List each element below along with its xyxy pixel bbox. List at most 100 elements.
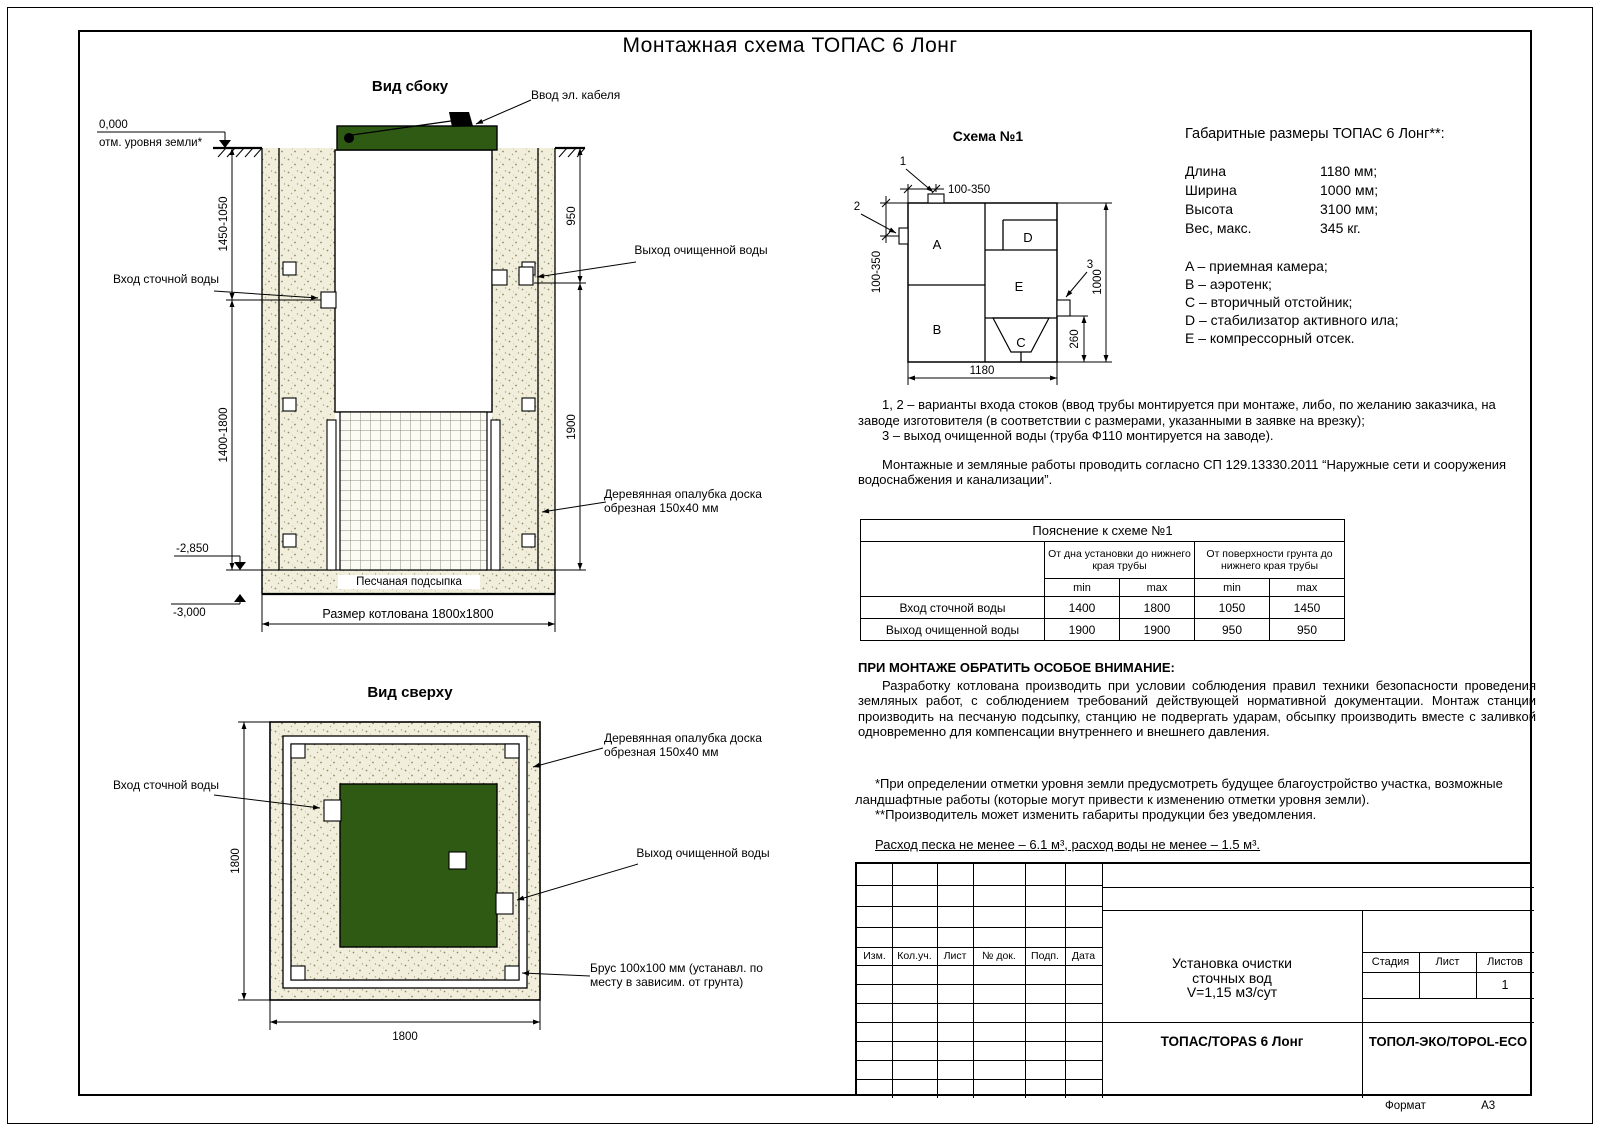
corner-timber (290, 965, 306, 981)
outlet-pipe (491, 269, 508, 286)
table-max-header: max (1269, 578, 1345, 597)
compartment-c: C (1016, 335, 1025, 350)
spec-value: 345 кг. (1320, 220, 1361, 236)
elevation-bedding-value: -2,850 (176, 543, 209, 555)
compartment-legend: A – приемная камера; B – аэротенк; C – в… (1185, 257, 1535, 347)
row-value: 1800 (1119, 596, 1195, 619)
table-group2-header: От поверхности грунта до нижнего края тр… (1194, 541, 1345, 579)
top-view-drawing: 1800 1800 (213, 721, 639, 1043)
elevation-flag-bottom (234, 594, 246, 602)
inlet-stub-1 (927, 193, 945, 204)
note-inlet-variants: 1, 2 – варианты входа стоков (ввод трубы… (858, 397, 1496, 428)
tb-header-data: Дата (1071, 950, 1096, 962)
elevation-bottom-value: -3,000 (173, 607, 206, 619)
elevation-flag-bedding (234, 562, 246, 570)
schema-drawing: Схема №1 A B C D E 1 2 3 (854, 128, 1112, 385)
document-title-line3: V=1,15 м3/сут (1186, 984, 1278, 1000)
clarifier-funnel (992, 317, 1050, 353)
tb-sheets-value: 1 (1501, 978, 1509, 992)
notes-block: 1, 2 – варианты входа стоков (ввод трубы… (858, 397, 1534, 488)
spec-row-weight: Вес, макс. 345 кг. (1185, 219, 1535, 238)
pit-size-label: Размер котлована 1800х1800 (322, 607, 493, 621)
label-outlet-top: Выход очищенной воды (636, 846, 770, 860)
dim-pit-height: 1800 (230, 848, 242, 874)
formwork-waler (521, 533, 536, 548)
spec-name: Высота (1185, 201, 1234, 217)
tank-body-lower (339, 411, 488, 571)
row-name: Выход очищенной воды (860, 618, 1045, 641)
side-board-right (490, 419, 501, 571)
row-value: 1400 (1044, 596, 1120, 619)
schema-explanation-table: Пояснение к схеме №1 От дна установки до… (860, 519, 1345, 641)
spec-value: 1180 мм; (1320, 163, 1378, 179)
footnote-ground-level: *При определении отметки уровня земли пр… (855, 776, 1503, 807)
marker-3: 3 (1087, 259, 1093, 271)
table-title: Пояснение к схеме №1 (860, 519, 1345, 542)
spec-name: Вес, макс. (1185, 220, 1252, 236)
label-sand-bedding: Песчаная подсыпка (338, 575, 480, 589)
tb-sheets-label: Листов (1487, 956, 1523, 968)
consumption-note: Расход песка не менее – 6.1 м³, расход в… (875, 836, 1261, 852)
elevation-ground-value: 0,000 (99, 119, 128, 131)
note-sp: Монтажные и земляные работы проводить со… (858, 456, 1507, 488)
dim-length: 1180 (970, 365, 995, 377)
dim-inlet2-offset: 100-350 (871, 251, 883, 293)
tb-header-izm: Изм. (863, 950, 886, 962)
marker-2: 2 (854, 201, 860, 213)
table-row-inlet: Вход сточной воды 1400 1800 1050 1450 (860, 596, 1345, 619)
label-timber: Брус 100х100 мм (устанавл. по месту в за… (590, 961, 763, 989)
table-row-outlet: Выход очищенной воды 1900 1900 950 950 (860, 618, 1345, 641)
tb-product-name: ТОПАС/TOPAS 6 Лонг (1160, 1034, 1304, 1049)
document-title-line1: Установка очистки (1171, 955, 1292, 971)
row-value: 1050 (1194, 596, 1270, 619)
lid-vent (344, 133, 354, 143)
tank-body-upper (334, 149, 493, 413)
row-name: Вход сточной воды (860, 596, 1045, 619)
attention-body: Разработку котлована производить при усл… (858, 677, 1536, 740)
attention-block: ПРИ МОНТАЖЕ ОБРАТИТЬ ОСОБОЕ ВНИМАНИЕ: Ра… (858, 660, 1536, 740)
table-min-header: min (1044, 578, 1120, 597)
page-title: Монтажная схема ТОПАС 6 Лонг (622, 34, 958, 57)
schema-title: Схема №1 (953, 128, 1024, 144)
outlet-pipe-top (495, 892, 514, 915)
formwork-waler (282, 397, 297, 412)
formwork-waler (521, 397, 536, 412)
outlet-stub-3 (1056, 299, 1071, 317)
row-value: 1900 (1044, 618, 1120, 641)
cable-gland (449, 112, 473, 127)
spec-name: Длина (1185, 163, 1226, 179)
footnotes-block: *При определении отметки уровня земли пр… (855, 776, 1537, 852)
tb-header-list: Лист (943, 950, 967, 962)
tb-header-koluch: Кол.уч. (897, 950, 932, 962)
legend-item-a: A – приемная камера; (1185, 258, 1328, 274)
inlet-stub-2 (898, 227, 909, 245)
legend-item-c: C – вторичный отстойник; (1185, 294, 1353, 310)
table-group1-header: От дна установки до нижнего края трубы (1044, 541, 1195, 579)
backfill-left (262, 148, 335, 570)
dim-outlet-offset: 260 (1069, 329, 1081, 348)
document-title-line2: сточных вод (1192, 969, 1272, 986)
service-hatch (448, 851, 467, 870)
marker-1: 1 (900, 156, 906, 168)
dim-pit-width: 1800 (392, 1031, 418, 1043)
label-formwork-top: Деревянная опалубка доска обрезная 150х4… (604, 731, 762, 759)
legend-item-b: B – аэротенк; (1185, 276, 1272, 292)
row-value: 1450 (1269, 596, 1345, 619)
overall-dimensions-block: Габаритные размеры ТОПАС 6 Лонг**: Длина… (1185, 126, 1535, 347)
tb-header-podp: Подп. (1031, 950, 1059, 962)
dim-outlet-depth: 950 (566, 206, 578, 225)
side-view-drawing: 1450-1050 1400-1800 950 1900 Размер котл… (97, 99, 637, 632)
side-view-title: Вид сбоку (371, 78, 449, 95)
inlet-pipe (320, 291, 337, 309)
compartment-b: B (933, 322, 942, 337)
table-min-header: min (1194, 578, 1270, 597)
dim-depth-bottom: 1400-1800 (218, 408, 230, 463)
label-formwork-side: Деревянная опалубка доска обрезная 150х4… (604, 487, 762, 515)
elevation-ground-note: отм. уровня земли* (99, 137, 203, 149)
outlet-sleeve (518, 266, 534, 286)
corner-timber (290, 743, 306, 759)
sheet-frame (78, 30, 1532, 1096)
